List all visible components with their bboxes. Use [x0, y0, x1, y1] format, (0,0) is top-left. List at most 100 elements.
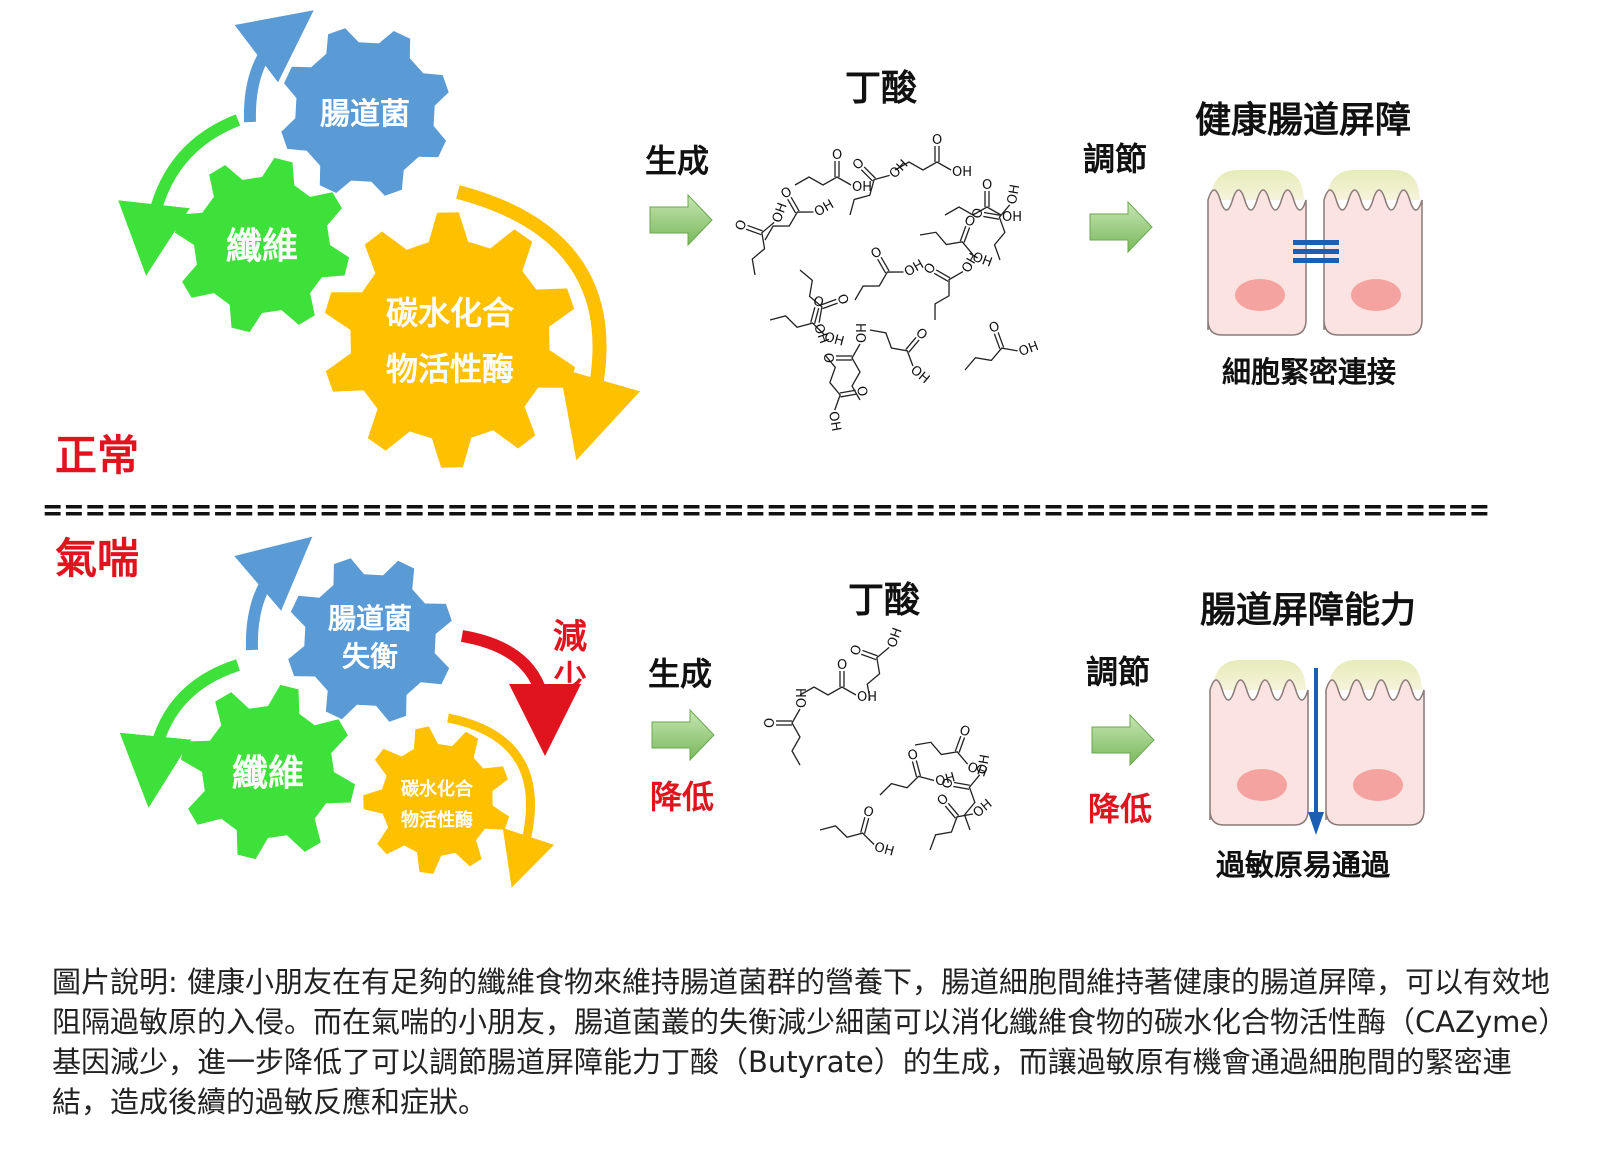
diagram: 腸道菌 纖維 碳水化合 物活性酶 正常 生成 丁酸 O OH O OH O OH…	[42, 10, 1490, 888]
bacteria-gear	[281, 28, 449, 196]
fiber-gear-label: 纖維	[226, 226, 298, 267]
butyrate-molecules-reduced: O OH O OH O OH O OH O OH O OH O OH	[763, 626, 995, 860]
red-decrease-arrow	[460, 630, 581, 756]
oxygen-label: O	[987, 319, 1002, 337]
intestinal-cells-tight	[1207, 170, 1423, 336]
oxygen-label: O	[962, 213, 977, 231]
hydroxyl-label: OH	[855, 323, 870, 343]
normal-section: 腸道菌 纖維 碳水化合 物活性酶 正常 生成 丁酸 O OH O OH O OH…	[55, 10, 1423, 480]
butyrate-molecule: O OH	[819, 804, 896, 860]
epithelial-cell	[1325, 679, 1425, 826]
butyrate-title: 丁酸	[848, 580, 920, 621]
butyrate-molecule: O OH	[894, 133, 972, 180]
fiber-gear	[174, 157, 350, 333]
enzyme-gear-label-2: 物活性酶	[401, 809, 473, 831]
hydroxyl-label: OH	[1017, 339, 1041, 360]
oxygen-label: O	[935, 791, 952, 809]
hydroxyl-label: OH	[852, 180, 872, 195]
hydroxyl-label: OH	[952, 165, 972, 180]
hydroxyl-label: OH	[872, 840, 895, 860]
hydroxyl-label: OH	[934, 770, 957, 790]
barrier-caption: 細胞緊密連接	[1222, 355, 1396, 389]
butyrate-molecule: O OH	[799, 658, 877, 705]
bacteria-gear-imbalanced	[288, 558, 452, 722]
green-cycle-arrow	[118, 114, 241, 276]
oxygen-label: O	[861, 804, 875, 821]
hydroxyl-label: OH	[965, 760, 989, 781]
butyrate-molecule: O OH	[769, 294, 846, 350]
butyrate-molecule: O OH	[763, 688, 810, 766]
oxygen-label: O	[970, 207, 987, 220]
oxygen-label: O	[763, 718, 778, 728]
normal-section-label: 正常	[55, 431, 139, 480]
oxygen-label: O	[848, 643, 866, 658]
butyrate-molecule: O OH	[733, 201, 791, 276]
microvilli-layer	[1326, 170, 1420, 200]
hydroxyl-label: OH	[1002, 210, 1022, 225]
oxygen-label: O	[982, 178, 992, 193]
enzyme-gear-label-1: 碳水化合	[386, 294, 514, 332]
bacteria-gear-label-1: 腸道菌	[328, 602, 412, 635]
barrier-title: 健康腸道屏障	[1195, 99, 1411, 141]
butyrate-molecule: O OH	[964, 319, 1041, 371]
butyrate-molecule: O OH	[799, 269, 851, 346]
fiber-gear	[180, 684, 356, 860]
oxygen-label: O	[837, 658, 847, 673]
oxygen-label: O	[932, 133, 942, 148]
fiber-gear-label: 纖維	[232, 753, 304, 794]
regulate-arrow	[1089, 200, 1153, 254]
barrier-title: 腸道屏障能力	[1200, 590, 1416, 631]
enzyme-gear-small	[363, 726, 510, 874]
intestinal-cells-leaky	[1209, 660, 1425, 826]
butyrate-molecule: O OH	[879, 747, 957, 796]
asthma-section-label: 氣喘	[55, 534, 139, 583]
butyrate-molecule: O OH	[970, 183, 1023, 261]
enzyme-gear-label-1: 碳水化合	[401, 778, 474, 800]
green-cycle-arrow	[119, 659, 240, 808]
allergen-passage-arrow	[1308, 668, 1324, 835]
hydroxyl-label: OH	[822, 330, 845, 350]
bacteria-gear-label: 腸道菌	[320, 97, 410, 132]
asthma-section: 氣喘 腸道菌 失衡 纖維 碳水化合 物活性酶 減 少 生成 降低 丁酸 O OH…	[55, 534, 1425, 888]
hydroxyl-label: OH	[907, 363, 932, 387]
decrease-label-1: 減	[553, 617, 587, 657]
butyrate-title: 丁酸	[845, 68, 917, 109]
oxygen-label: O	[811, 294, 825, 311]
figure-caption: 圖片說明: 健康小朋友在有足夠的纖維食物來維持腸道菌群的營養下，腸道細胞間維持著…	[52, 965, 1553, 1119]
hydroxyl-label: OH	[812, 197, 837, 220]
butyrate-molecule: O OH	[869, 325, 932, 387]
produce-arrow	[649, 193, 713, 247]
enzyme-gear-label-2: 物活性酶	[386, 350, 514, 388]
hydroxyl-label: OH	[1005, 183, 1023, 205]
cell-nucleus	[1353, 769, 1403, 801]
regulate-arrow	[1091, 713, 1155, 767]
hydroxyl-label: OH	[810, 322, 831, 346]
oxygen-label: O	[733, 218, 751, 233]
oxygen-label: O	[833, 292, 851, 307]
cell-nucleus	[1351, 279, 1401, 311]
butyrate-molecule: O OH	[764, 184, 837, 241]
butyrate-molecule: O OH	[794, 148, 872, 195]
decrease-label-2: 少	[553, 659, 587, 699]
microvilli-layer	[1328, 660, 1422, 690]
cell-nucleus	[1235, 279, 1285, 311]
butyrate-molecule: O OH	[914, 723, 989, 781]
oxygen-label: O	[906, 747, 920, 764]
hydroxyl-label: OH	[795, 688, 810, 708]
butyrate-molecule: O OH	[823, 323, 870, 401]
oxygen-label: O	[957, 723, 972, 741]
butyrate-molecules: O OH O OH O OH O OH O OH O OH O OH	[733, 133, 1041, 433]
microvilli-layer	[1212, 660, 1306, 690]
hydroxyl-label: OH	[887, 157, 912, 182]
microvilli-layer	[1210, 170, 1304, 200]
butyrate-molecule: O OH	[944, 178, 1022, 225]
butyrate-molecule: O OH	[921, 251, 982, 321]
oxygen-label: O	[940, 777, 957, 790]
yellow-cycle-arrow	[447, 713, 555, 888]
hydroxyl-label: OH	[770, 201, 791, 225]
produce-arrow	[651, 708, 715, 762]
hydroxyl-label: OH	[885, 626, 906, 650]
hydroxyl-label: OH	[857, 690, 877, 705]
butyrate-molecule: O OH	[940, 753, 993, 831]
butyrate-molecule: O OH	[848, 626, 906, 701]
